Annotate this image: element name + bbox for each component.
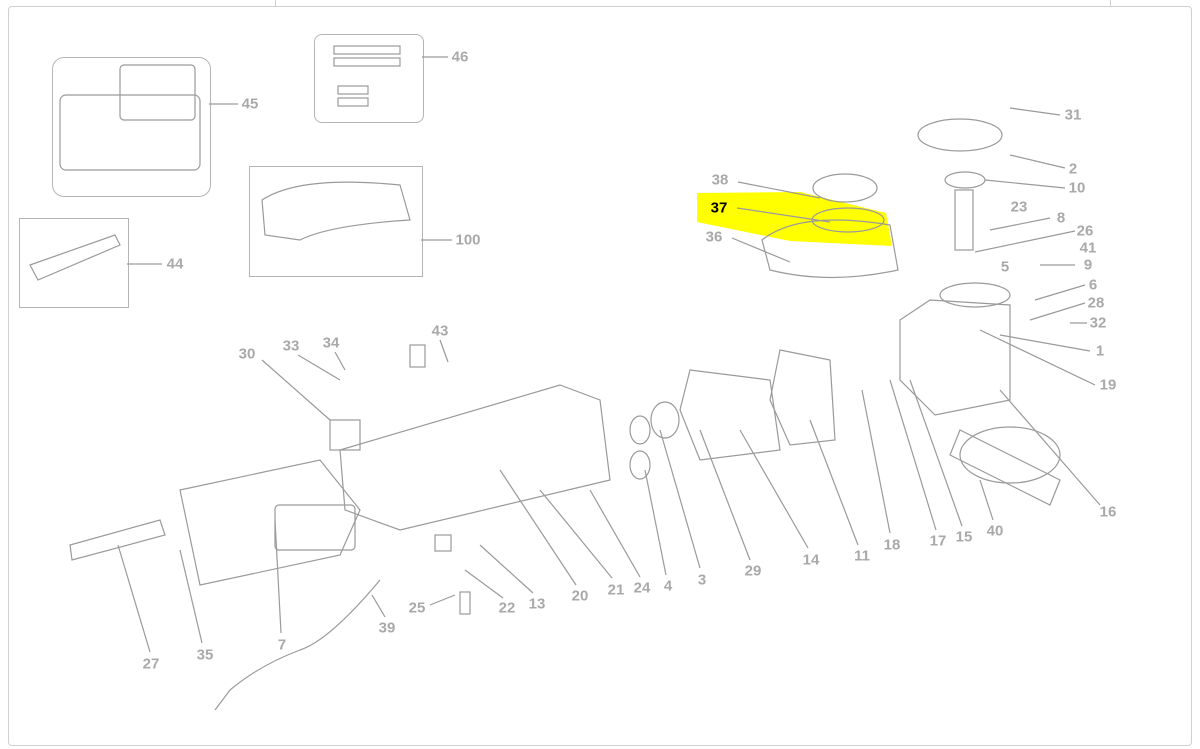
part-label-37-highlighted[interactable]: 37	[710, 199, 728, 217]
part-label-40[interactable]: 40	[986, 522, 1004, 540]
part-label-43[interactable]: 43	[431, 322, 449, 340]
manual-box	[314, 34, 424, 123]
part-label-45[interactable]: 45	[241, 95, 259, 113]
part-label-14[interactable]: 14	[802, 551, 820, 569]
part-label-33[interactable]: 33	[282, 337, 300, 355]
part-label-30[interactable]: 30	[238, 345, 256, 363]
part-label-8[interactable]: 8	[1056, 209, 1066, 227]
part-label-23[interactable]: 23	[1010, 198, 1028, 216]
part-label-46[interactable]: 46	[451, 48, 469, 66]
diagram-frame	[8, 6, 1192, 746]
part-label-27[interactable]: 27	[142, 655, 160, 673]
part-label-16[interactable]: 16	[1099, 503, 1117, 521]
part-label-28[interactable]: 28	[1087, 294, 1105, 312]
part-label-15[interactable]: 15	[955, 528, 973, 546]
part-label-44[interactable]: 44	[166, 255, 184, 273]
part-label-19[interactable]: 19	[1099, 376, 1117, 394]
part-label-7[interactable]: 7	[277, 636, 287, 654]
part-label-36[interactable]: 36	[705, 228, 723, 246]
part-label-5[interactable]: 5	[1000, 258, 1010, 276]
part-label-13[interactable]: 13	[528, 595, 546, 613]
part-label-4[interactable]: 4	[663, 577, 673, 595]
part-label-22[interactable]: 22	[498, 599, 516, 617]
part-label-39[interactable]: 39	[378, 619, 396, 637]
part-label-34[interactable]: 34	[322, 334, 340, 352]
part-label-11[interactable]: 11	[854, 547, 870, 565]
part-label-1[interactable]: 1	[1095, 342, 1105, 360]
wrench-box	[19, 218, 129, 308]
part-label-100[interactable]: 100	[455, 231, 481, 249]
part-label-26[interactable]: 26	[1076, 222, 1094, 240]
part-label-9[interactable]: 9	[1083, 256, 1093, 274]
part-label-3[interactable]: 3	[697, 571, 707, 589]
frame-divider	[1110, 0, 1111, 6]
part-label-20[interactable]: 20	[571, 587, 589, 605]
part-label-29[interactable]: 29	[744, 562, 762, 580]
guard-box	[249, 166, 423, 277]
part-label-17[interactable]: 17	[929, 532, 947, 550]
part-label-2[interactable]: 2	[1068, 160, 1078, 178]
part-label-31[interactable]: 31	[1064, 106, 1082, 124]
part-label-6[interactable]: 6	[1088, 276, 1098, 294]
case-box	[52, 57, 211, 197]
part-label-25[interactable]: 25	[408, 599, 426, 617]
part-label-32[interactable]: 32	[1089, 314, 1107, 332]
frame-divider	[275, 0, 276, 6]
part-label-38[interactable]: 38	[711, 171, 729, 189]
part-label-10[interactable]: 10	[1068, 179, 1086, 197]
part-label-18[interactable]: 18	[883, 536, 901, 554]
part-label-24[interactable]: 24	[633, 579, 651, 597]
part-label-41[interactable]: 41	[1079, 239, 1097, 257]
part-label-35[interactable]: 35	[196, 646, 214, 664]
part-label-21[interactable]: 21	[607, 581, 625, 599]
